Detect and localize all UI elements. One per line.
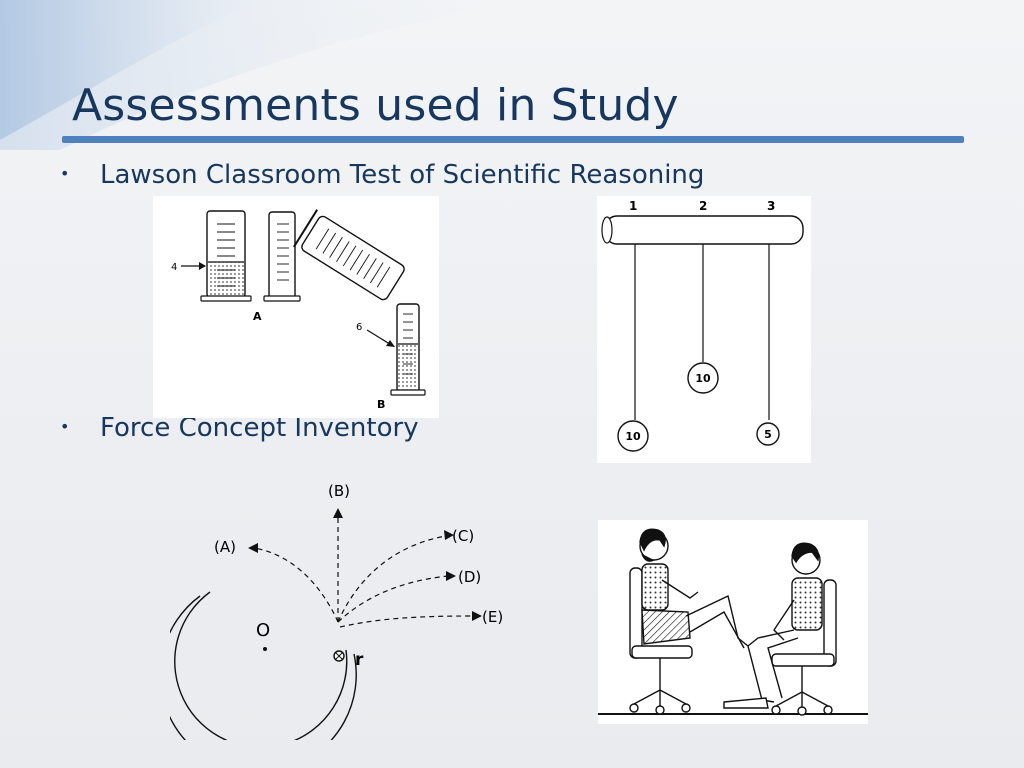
path-b-label: (B) <box>328 482 350 500</box>
path-a <box>253 547 339 623</box>
ball <box>333 650 345 662</box>
path-e <box>339 615 475 628</box>
bullet-text: Force Concept Inventory <box>100 413 419 443</box>
bob-1 <box>617 420 649 452</box>
bullet-force-concept: • Force Concept Inventory <box>60 413 419 443</box>
trajectory-figure: O r (A) (B) (C) (D) (E) <box>159 472 530 768</box>
bullet-dot: • <box>60 164 70 183</box>
bullet-lawson-test: • Lawson Classroom Test of Scientific Re… <box>60 160 704 190</box>
arrow-6: 6 <box>356 322 395 347</box>
circular-channel <box>159 591 357 768</box>
arrow-6-label: 6 <box>356 322 362 333</box>
label-a: A <box>253 310 262 323</box>
bullet-text: Lawson Classroom Test of Scientific Reas… <box>100 160 705 190</box>
path-arrowheads <box>248 508 482 621</box>
trajectory-drawing: O r (A) (B) (C) (D) (E) <box>159 482 503 768</box>
cylinder-b-filled <box>390 303 426 396</box>
people-pushing-figure <box>598 520 868 724</box>
center-label: O <box>256 620 270 641</box>
path-d <box>337 575 449 623</box>
bob-3-weight: 5 <box>764 428 772 441</box>
bullet-dot: • <box>60 417 70 436</box>
path-c-label: (C) <box>452 527 474 545</box>
path-c <box>337 535 447 623</box>
ball-label: r <box>355 650 364 670</box>
bob-1-weight: 10 <box>625 430 641 443</box>
right-person <box>723 542 823 709</box>
right-chair <box>771 579 837 716</box>
slide-title: Assessments used in Study <box>72 80 679 131</box>
arrow-4: 4 <box>171 262 206 273</box>
path-a-label: (A) <box>214 538 236 556</box>
arrow-4-label: 4 <box>171 262 177 273</box>
people-drawing <box>598 528 868 716</box>
cylinder-tilted <box>293 209 405 301</box>
pendulums-figure: 1 2 3 10 10 5 <box>597 196 811 463</box>
left-person <box>639 528 749 649</box>
corner-swoosh-decoration <box>0 0 520 150</box>
cylinders-drawing: 4 A <box>171 209 426 411</box>
support-rod <box>601 215 804 245</box>
left-chair <box>629 567 693 715</box>
cylinders-figure: 4 A <box>153 196 439 418</box>
bob-3 <box>756 422 780 446</box>
bob-2 <box>687 362 719 394</box>
title-underline <box>62 136 964 143</box>
bob-2-weight: 10 <box>695 372 711 385</box>
path-d-label: (D) <box>458 568 481 586</box>
pendulum-label-1: 1 <box>629 199 637 213</box>
pendulum-label-2: 2 <box>699 199 707 213</box>
pendulum-label-3: 3 <box>767 199 775 213</box>
cylinder-narrow-empty <box>263 211 301 302</box>
cylinder-wide-filled <box>200 210 252 302</box>
label-b: B <box>377 398 385 411</box>
path-e-label: (E) <box>482 608 503 626</box>
pendulums-drawing: 1 2 3 10 10 5 <box>601 199 804 452</box>
center-dot <box>263 647 267 651</box>
